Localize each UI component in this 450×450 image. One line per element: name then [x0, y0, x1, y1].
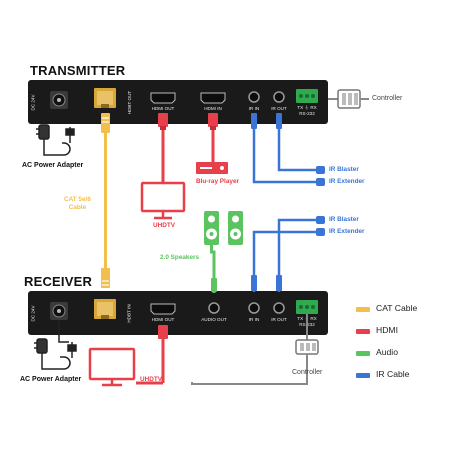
- ir-extender-bottom-label: IR Extender: [329, 228, 365, 235]
- receiver-title: RECEIVER: [24, 274, 93, 289]
- hdmi-cable-to-uhdtv-top: [158, 113, 168, 182]
- legend-swatch-cat: [356, 307, 370, 312]
- hdmi-cable-from-bluray: [208, 113, 218, 162]
- uhdtv-top-icon: [140, 181, 186, 220]
- tx-dc-jack: [50, 91, 68, 109]
- tx-rj45-port: [94, 88, 116, 108]
- rx-ir-out-label: IR OUT: [271, 317, 287, 322]
- transmitter-title: TRANSMITTER: [30, 63, 126, 78]
- ac-adapter-top-label: AC Power Adapter: [22, 162, 84, 169]
- ac-adapter-bottom-label: AC Power Adapter: [20, 376, 82, 383]
- legend-label-audio: Audio: [376, 347, 398, 357]
- controller-top-label: Controller: [372, 95, 403, 102]
- cat-cable-label: CAT 5e/6 Cable: [64, 196, 91, 211]
- legend-label-ir: IR Cable: [376, 369, 410, 379]
- bluray-label: Blu-ray Player: [196, 178, 239, 185]
- controller-bottom-label: Controller: [292, 369, 323, 376]
- ac-adapter-bottom: [34, 320, 77, 370]
- tx-hdmi-out-port: [150, 92, 176, 104]
- uhdtv-top-label: UHDTV: [153, 222, 176, 229]
- ir-extender-top-label: IR Extender: [329, 178, 365, 185]
- ir-blaster-top-label: IR Blaster: [329, 166, 359, 173]
- tx-hdmi-in-port: [200, 92, 226, 104]
- rx-audio-out-jack: [208, 302, 220, 314]
- tx-ir-out-jack: [273, 91, 285, 103]
- ir-plugs-bottom: [251, 216, 325, 291]
- legend-label-hdmi: HDMI: [376, 325, 398, 335]
- uhdtv-bottom-label: UHDTV: [140, 376, 163, 383]
- tx-ir-in-jack: [248, 91, 260, 103]
- rx-hdmi-out-label: HDMI OUT: [151, 317, 175, 322]
- speakers-label: 2.0 Speakers: [160, 254, 200, 261]
- audio-cable: [210, 245, 217, 293]
- ir-cables-top: [252, 113, 316, 184]
- ir-blaster-bottom-label: IR Blaster: [329, 216, 359, 223]
- rx-ir-in-jack: [248, 302, 260, 314]
- ir-plugs-top: [251, 113, 325, 186]
- rx-dc-jack: [50, 302, 68, 320]
- hdmi-cable-to-uhdtv-bottom: [136, 325, 168, 385]
- controller-bottom-connector: [191, 314, 319, 385]
- controller-top-connector: [328, 89, 369, 109]
- speakers-icon: [204, 211, 243, 245]
- uhdtv-bottom-icon: [88, 347, 136, 387]
- legend-swatch-audio: [356, 351, 370, 356]
- rx-rj45-port: [94, 299, 116, 319]
- legend-label-cat: CAT Cable: [376, 303, 418, 313]
- rx-rs232-terminal: [296, 300, 318, 314]
- legend-swatch-hdmi: [356, 329, 370, 334]
- tx-hdmi-in-label: HDMI IN: [204, 106, 222, 111]
- tx-rs232-label: RS-232: [299, 111, 315, 116]
- rx-ir-out-jack: [273, 302, 285, 314]
- ac-adapter-top: [36, 124, 75, 156]
- ir-cables-bottom: [252, 218, 316, 292]
- tx-txrx-label: TX ⏚ RX: [297, 105, 317, 110]
- legend: CAT Cable HDMI Audio IR Cable: [356, 303, 446, 383]
- rx-ir-in-label: IR IN: [248, 317, 260, 322]
- rx-audio-out-label: AUDIO OUT: [201, 317, 227, 322]
- tx-ir-in-label: IR IN: [248, 106, 260, 111]
- tx-ir-out-label: IR OUT: [271, 106, 287, 111]
- legend-swatch-ir: [356, 373, 370, 378]
- bluray-player-icon: [196, 162, 228, 174]
- tx-rs232-terminal: [296, 89, 318, 103]
- rx-hdmi-out-port: [150, 303, 176, 315]
- cat-cable: [101, 113, 110, 288]
- tx-hdmi-out-label: HDMI OUT: [151, 106, 175, 111]
